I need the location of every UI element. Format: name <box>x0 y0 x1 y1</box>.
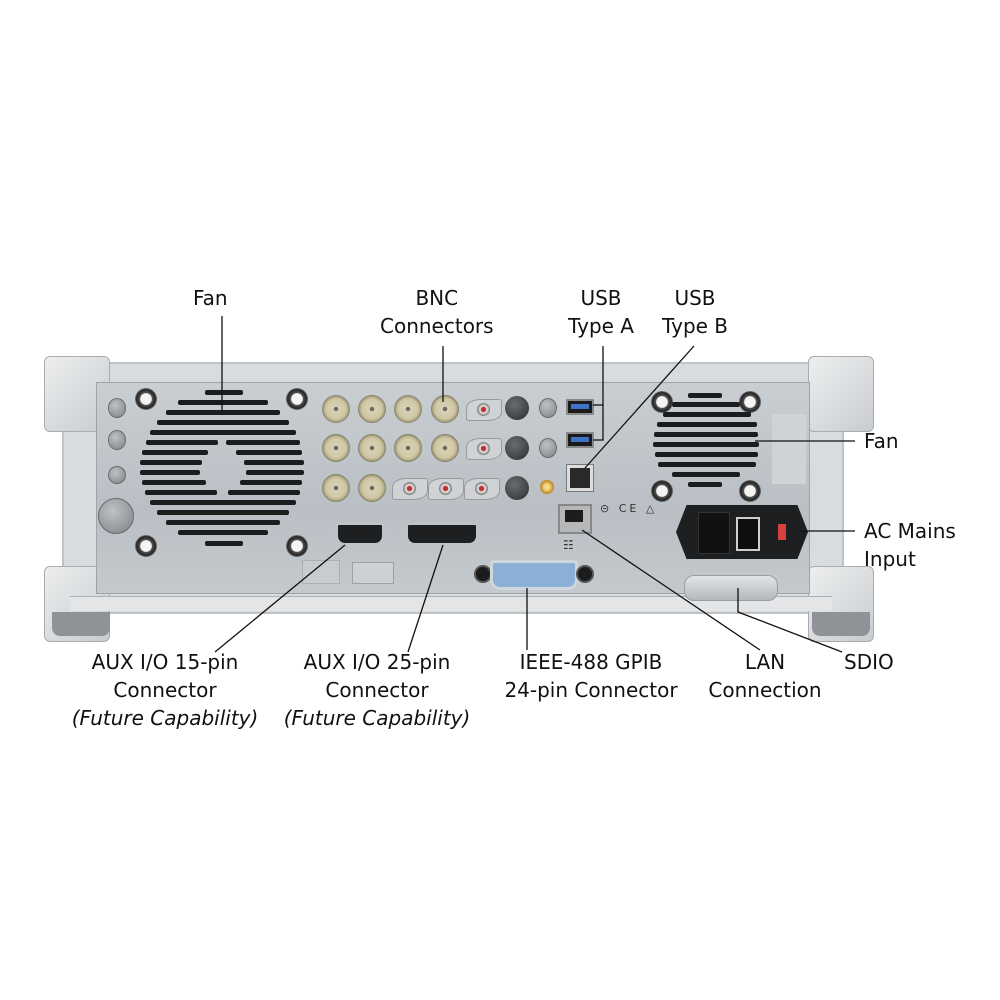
usb-type-b-port[interactable] <box>566 464 594 492</box>
smb-connector[interactable] <box>466 399 502 421</box>
bnc-connector[interactable] <box>358 474 386 502</box>
power-switch-icon[interactable] <box>736 517 760 551</box>
label-usb-type-a: USB Type A <box>568 286 634 338</box>
aux-io-15-pin-connector[interactable] <box>335 522 385 546</box>
smb-connector[interactable] <box>428 478 464 500</box>
foot-left <box>52 612 110 636</box>
label-fan-right: Fan <box>864 429 899 453</box>
fuse-holder[interactable] <box>778 524 786 540</box>
panel-plug-3 <box>108 466 126 484</box>
screw-icon <box>651 391 673 413</box>
foot-right <box>812 612 870 636</box>
label-aux-io-25-pin: AUX I/O 25-pin Connector (Future Capabil… <box>283 650 471 730</box>
ce-mark-icon: ⊝ CE △ <box>600 502 658 515</box>
smb-connector[interactable] <box>464 478 500 500</box>
rating-label <box>772 414 806 484</box>
screw-icon <box>135 535 157 557</box>
bnc-connector[interactable] <box>322 434 350 462</box>
label-ieee-488-gpib: IEEE-488 GPIB 24-pin Connector <box>504 650 678 702</box>
screw-icon <box>135 388 157 410</box>
iec-power-inlet[interactable] <box>698 512 730 554</box>
smb-connector[interactable] <box>466 438 502 460</box>
round-plug <box>539 398 557 418</box>
screw-icon <box>739 480 761 502</box>
aux-io-25-pin-connector[interactable] <box>405 522 479 546</box>
warning-label-sticker <box>352 562 394 584</box>
label-lan-connection: LAN Connection <box>708 650 822 702</box>
bnc-connector[interactable] <box>358 395 386 423</box>
front-handle-top-right <box>808 356 874 432</box>
screw-icon <box>651 480 673 502</box>
bnc-connector[interactable] <box>394 395 422 423</box>
round-plug <box>539 438 557 458</box>
label-sdio: SDIO <box>844 650 894 674</box>
sdio-cover-plate <box>684 575 778 601</box>
round-port[interactable] <box>505 476 529 500</box>
lan-network-icon: ☷ <box>563 538 574 552</box>
screw-icon <box>739 391 761 413</box>
ieee-488-gpib-connector[interactable] <box>490 560 578 590</box>
lan-rj45-port[interactable] <box>558 504 592 534</box>
bnc-connector[interactable] <box>431 434 459 462</box>
usb-type-a-port-1[interactable] <box>566 399 594 415</box>
label-fan-left: Fan <box>193 286 228 310</box>
label-ac-mains-input: AC Mains Input <box>864 519 956 571</box>
bnc-connector[interactable] <box>394 434 422 462</box>
label-bnc-connectors: BNC Connectors <box>380 286 494 338</box>
sma-connector[interactable] <box>540 480 554 494</box>
bnc-connector[interactable] <box>322 474 350 502</box>
usb-type-a-port-2[interactable] <box>566 432 594 448</box>
bnc-connector[interactable] <box>322 395 350 423</box>
screw-icon <box>286 535 308 557</box>
caution-label-sticker <box>302 560 340 584</box>
bnc-connector[interactable] <box>431 395 459 423</box>
bnc-connector[interactable] <box>358 434 386 462</box>
smb-connector[interactable] <box>392 478 428 500</box>
gpib-post-right <box>576 565 594 583</box>
label-usb-type-b: USB Type B <box>662 286 729 338</box>
panel-plug-2 <box>108 430 126 450</box>
label-aux-io-15-pin: AUX I/O 15-pin Connector (Future Capabil… <box>71 650 259 730</box>
panel-plug-1 <box>108 398 126 418</box>
round-port[interactable] <box>505 436 529 460</box>
panel-plug-large <box>98 498 134 534</box>
screw-icon <box>286 388 308 410</box>
round-port[interactable] <box>505 396 529 420</box>
